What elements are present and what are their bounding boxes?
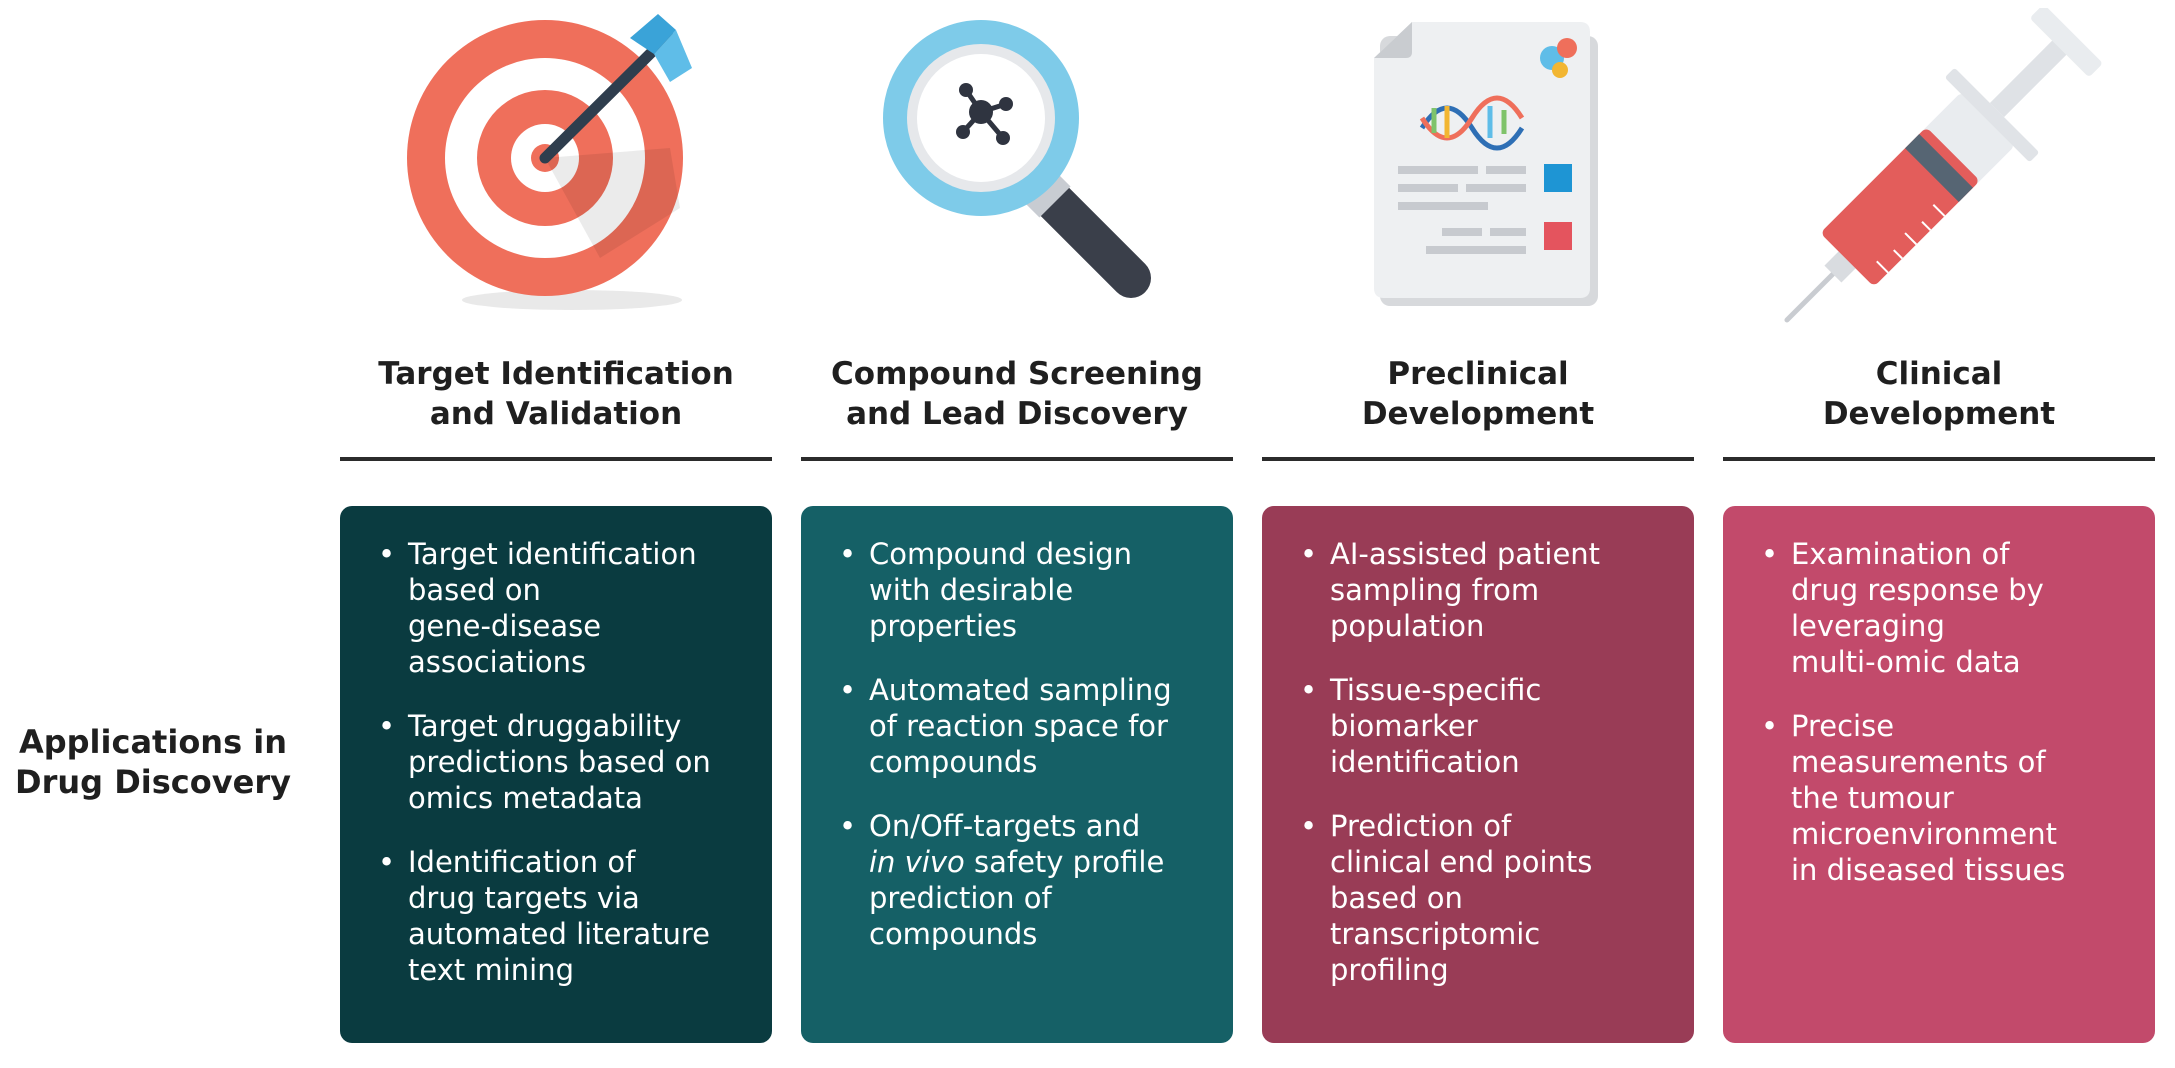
bullet-list: • Target identification based on gene-di… <box>364 536 748 988</box>
item-line: AI-assisted patient <box>1330 537 1601 571</box>
divider <box>340 457 772 461</box>
stage-target-identification: Target Identification and Validation • T… <box>340 0 772 1068</box>
list-item: • AI-assisted patient sampling from popu… <box>1286 536 1670 644</box>
item-line: sampling from <box>1330 573 1540 607</box>
item-line: Compound design <box>869 537 1132 571</box>
item-line: automated literature <box>408 917 711 951</box>
item-line: drug response by <box>1791 573 2044 607</box>
target-icon <box>340 8 772 328</box>
item-line: compounds <box>869 917 1038 951</box>
list-item: • Prediction of clinical end points base… <box>1286 808 1670 988</box>
row-label: Applications in Drug Discovery <box>0 722 306 802</box>
item-line: omics metadata <box>408 781 643 815</box>
bullet-icon: • <box>1300 809 1318 843</box>
item-line: multi-omic data <box>1791 645 2021 679</box>
row-label-line: Applications in <box>18 723 288 761</box>
stage-card: • Compound design with desirable propert… <box>801 506 1233 1043</box>
item-line: the tumour <box>1791 781 1954 815</box>
stage-title-line: and Lead Discovery <box>846 396 1188 432</box>
divider <box>1262 457 1694 461</box>
item-line: of reaction space for <box>869 709 1168 743</box>
item-line: associations <box>408 645 587 679</box>
item-line: identification <box>1330 745 1520 779</box>
stage-title-line: Compound Screening <box>831 356 1203 392</box>
stage-preclinical: Preclinical Development • AI-assisted pa… <box>1262 0 1694 1068</box>
item-line: Prediction of <box>1330 809 1512 843</box>
list-item: • Automated sampling of reaction space f… <box>825 672 1209 780</box>
item-line: gene-disease <box>408 609 602 643</box>
item-line: measurements of <box>1791 745 2046 779</box>
item-line: Examination of <box>1791 537 2010 571</box>
stage-clinical: Clinical Development • Examination of dr… <box>1723 0 2155 1068</box>
stage-title-line: and Validation <box>429 396 683 432</box>
magnifier-molecule-icon <box>801 8 1233 328</box>
item-line: in diseased tissues <box>1791 853 2066 887</box>
document-dna-icon <box>1262 8 1694 328</box>
item-line: profiling <box>1330 953 1449 987</box>
item-line: properties <box>869 609 1017 643</box>
item-line: On/Off-targets and <box>869 809 1141 843</box>
bullet-icon: • <box>378 537 396 571</box>
stage-title-line: Development <box>1822 396 2056 432</box>
item-line: based on <box>408 573 541 607</box>
stage-card: • Examination of drug response by levera… <box>1723 506 2155 1043</box>
item-line: Tissue-specific <box>1330 673 1542 707</box>
list-item: • Precise measurements of the tumour mic… <box>1747 708 2131 888</box>
item-line-italic: in vivo safety profile <box>869 845 1165 879</box>
item-line: leveraging <box>1791 609 1945 643</box>
item-line: Target druggability <box>408 709 682 743</box>
item-line: clinical end points <box>1330 845 1593 879</box>
stage-title: Clinical Development <box>1723 354 2155 434</box>
list-item: • Compound design with desirable propert… <box>825 536 1209 644</box>
stage-title-line: Development <box>1361 396 1595 432</box>
bullet-icon: • <box>1761 709 1779 743</box>
item-line: compounds <box>869 745 1038 779</box>
stage-title-line: Preclinical <box>1387 356 1569 392</box>
item-line: microenvironment <box>1791 817 2057 851</box>
item-line: Identification of <box>408 845 636 879</box>
item-line: predictions based on <box>408 745 711 779</box>
bullet-list: • Examination of drug response by levera… <box>1747 536 2131 888</box>
item-line: transcriptomic <box>1330 917 1541 951</box>
item-line: Target identification <box>408 537 697 571</box>
list-item: • On/Off-targets and in vivo safety prof… <box>825 808 1209 952</box>
list-item: • Identification of drug targets via aut… <box>364 844 748 988</box>
item-line: prediction of <box>869 881 1052 915</box>
list-item: • Examination of drug response by levera… <box>1747 536 2131 680</box>
divider <box>801 457 1233 461</box>
stage-card: • AI-assisted patient sampling from popu… <box>1262 506 1694 1043</box>
list-item: • Target identification based on gene-di… <box>364 536 748 680</box>
bullet-icon: • <box>1761 537 1779 571</box>
italic-phrase: in vivo <box>869 845 965 879</box>
divider <box>1723 457 2155 461</box>
stage-title-line: Target Identification <box>378 356 734 392</box>
item-line: with desirable <box>869 573 1074 607</box>
bullet-list: • Compound design with desirable propert… <box>825 536 1209 952</box>
row-label-line: Drug Discovery <box>15 763 291 801</box>
stage-title: Preclinical Development <box>1262 354 1694 434</box>
syringe-icon <box>1723 8 2155 328</box>
item-line: Automated sampling <box>869 673 1172 707</box>
item-line: drug targets via <box>408 881 640 915</box>
item-line: population <box>1330 609 1485 643</box>
bullet-icon: • <box>1300 673 1318 707</box>
bullet-icon: • <box>378 709 396 743</box>
bullet-icon: • <box>839 809 857 843</box>
stage-title: Compound Screening and Lead Discovery <box>801 354 1233 434</box>
item-line: based on <box>1330 881 1463 915</box>
stage-card: • Target identification based on gene-di… <box>340 506 772 1043</box>
bullet-icon: • <box>839 537 857 571</box>
bullet-icon: • <box>378 845 396 879</box>
stage-compound-screening: Compound Screening and Lead Discovery • … <box>801 0 1233 1068</box>
stage-title: Target Identification and Validation <box>340 354 772 434</box>
bullet-icon: • <box>1300 537 1318 571</box>
list-item: • Target druggability predictions based … <box>364 708 748 816</box>
item-line: Precise <box>1791 709 1895 743</box>
stage-title-line: Clinical <box>1875 356 2003 392</box>
bullet-list: • AI-assisted patient sampling from popu… <box>1286 536 1670 988</box>
item-line: text mining <box>408 953 574 987</box>
item-line: biomarker <box>1330 709 1478 743</box>
list-item: • Tissue-specific biomarker identificati… <box>1286 672 1670 780</box>
bullet-icon: • <box>839 673 857 707</box>
